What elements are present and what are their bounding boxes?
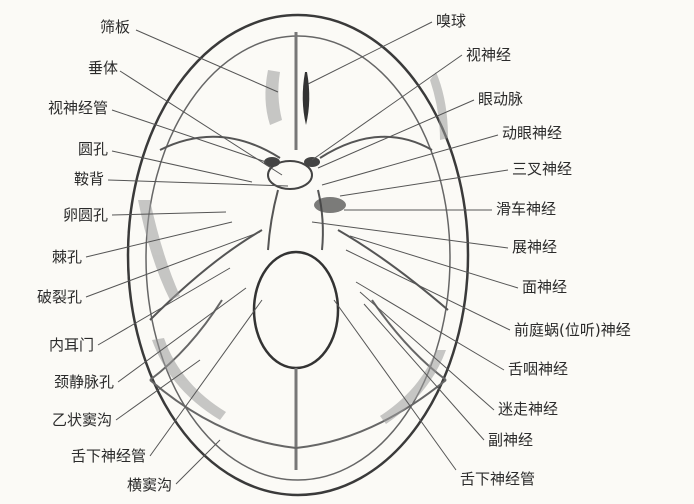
leader-shexiashenjingguan-r (334, 300, 456, 470)
foramen-magnum (254, 252, 338, 368)
label-jikong: 棘孔 (52, 248, 82, 266)
label-dongyanshenjing: 动眼神经 (502, 124, 562, 142)
leader-yandongmai (318, 100, 474, 168)
label-yizhuangdougou: 乙状窦沟 (52, 411, 112, 429)
leader-xiuqiu (308, 22, 432, 84)
leader-sanchashenjing (340, 170, 508, 196)
label-fushenjing: 副神经 (488, 431, 533, 449)
petrous-ridge-right (338, 230, 448, 310)
label-zhanshenjing: 展神经 (512, 238, 557, 256)
leader-shishenjingguan (112, 110, 266, 162)
cranial-nerve-bundle (314, 197, 346, 213)
shade-temporal-left (138, 200, 180, 300)
lesser-wing-left (160, 137, 280, 158)
leader-dongyanshenjing (322, 135, 498, 185)
leader-shaiban (136, 30, 278, 92)
label-shaiban: 筛板 (100, 18, 130, 36)
label-shishenjingguan: 视神经管 (48, 99, 108, 117)
label-sheyanshenjing: 舌咽神经 (508, 360, 568, 378)
label-yuankong: 圆孔 (78, 140, 108, 158)
label-polikong: 破裂孔 (37, 288, 82, 306)
olfactory-bulb (303, 72, 310, 125)
label-huacheshenjing: 滑车神经 (496, 200, 556, 218)
leader-yuankong (112, 151, 252, 182)
label-mianshenjing: 面神经 (522, 278, 567, 296)
optic-nerve-right (304, 157, 320, 167)
label-yandongmai: 眼动脉 (478, 90, 523, 108)
clivus (268, 190, 323, 250)
label-xiuqiu: 嗅球 (436, 12, 466, 30)
leader-mizoushenjing (360, 292, 494, 410)
leader-mianshenjing (350, 236, 518, 288)
label-shexiashenjingguan-left: 舌下神经管 (71, 447, 146, 465)
leader-fushenjing (364, 304, 484, 440)
label-qiantingwoshenjing: 前庭蜗(位听)神经 (514, 321, 631, 339)
shade-posterior-left (152, 338, 226, 420)
label-neiermen: 内耳门 (49, 336, 94, 354)
label-jingjingmaikong: 颈静脉孔 (54, 373, 114, 391)
label-hengdougou: 横窦沟 (127, 476, 172, 494)
label-mizoushenjing: 迷走神经 (498, 400, 558, 418)
label-chuiti: 垂体 (88, 59, 118, 77)
label-shishenjing: 视神经 (466, 46, 511, 64)
shade-anterior-left (265, 70, 282, 125)
label-shexiashenjingguan-right: 舌下神经管 (460, 470, 535, 488)
label-luanyuankong: 卵圆孔 (63, 206, 108, 224)
leader-zhanshenjing (312, 222, 508, 248)
lesser-wing-right (320, 137, 432, 158)
label-sanchashenjing: 三叉神经 (512, 160, 572, 178)
leader-qiantingwoshenjing (346, 250, 510, 330)
leader-luanyuankong (112, 212, 226, 215)
label-anbei: 鞍背 (74, 170, 104, 188)
